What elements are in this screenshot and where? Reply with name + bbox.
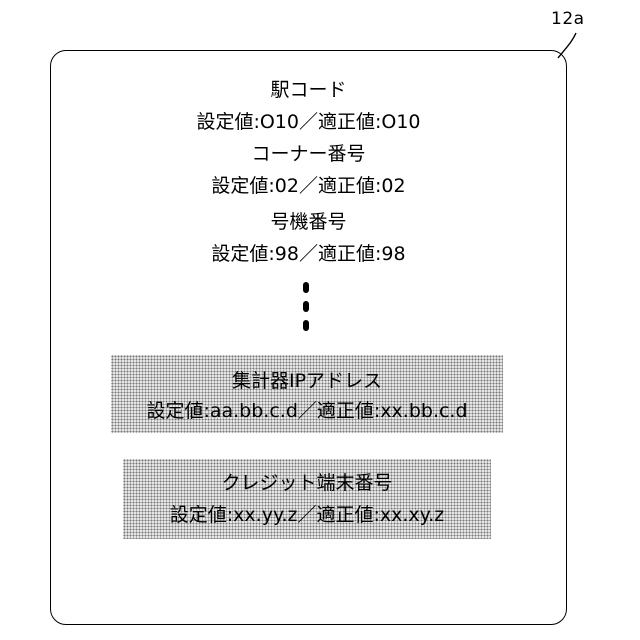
- item-heading-machine-number: 号機番号: [50, 210, 567, 234]
- highlighted-item-aggregator-ip: 集計器IPアドレス 設定値:aa.bb.c.d／適正値:xx.bb.c.d: [111, 355, 503, 433]
- item-heading-corner-number: コーナー番号: [50, 142, 567, 166]
- item-values-station-code: 設定値:O10／適正値:O10: [50, 110, 567, 134]
- item-heading-station-code: 駅コード: [50, 78, 567, 102]
- highlighted-item-credit-terminal: クレジット端末番号 設定値:xx.yy.z／適正値:xx.xy.z: [123, 459, 491, 539]
- item-values-machine-number: 設定値:98／適正値:98: [50, 242, 567, 266]
- item-values-aggregator-ip: 設定値:aa.bb.c.d／適正値:xx.bb.c.d: [111, 399, 503, 423]
- item-heading-credit-terminal: クレジット端末番号: [123, 471, 491, 495]
- item-values-corner-number: 設定値:02／適正値:02: [50, 174, 567, 198]
- item-heading-aggregator-ip: 集計器IPアドレス: [111, 369, 503, 393]
- item-values-credit-terminal: 設定値:xx.yy.z／適正値:xx.xy.z: [123, 503, 491, 527]
